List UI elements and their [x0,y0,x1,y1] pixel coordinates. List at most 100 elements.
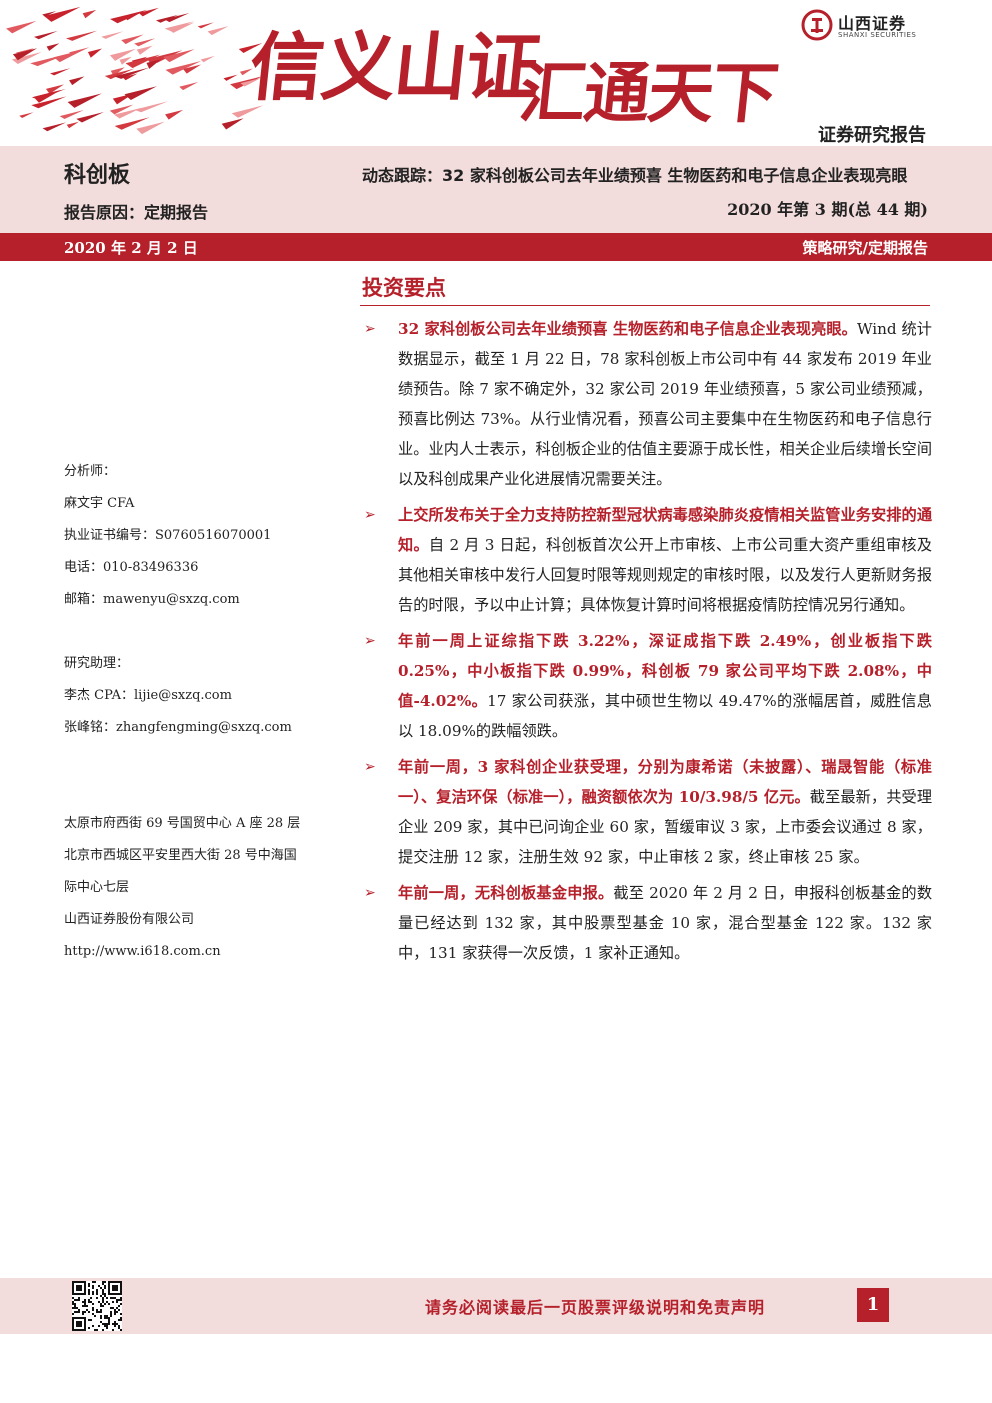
banner-streak [66,30,98,41]
banner-streak [59,110,84,120]
banner-streak [231,105,264,118]
banner-streak [163,49,195,63]
banner-streak [19,112,34,119]
banner-streak [164,21,195,32]
banner-streak [134,38,156,47]
banner-streak [221,118,244,130]
banner-streak [76,112,104,123]
report-reason: 报告原因：定期报告 [64,203,209,222]
banner-streak [109,104,134,115]
banner-streak [110,9,148,24]
banner-streak [34,30,58,40]
disclaimer-notice: 请务必阅读最后一页股票评级说明和免责声明 [425,1298,766,1317]
arrow-bullet-icon: ➢ [364,885,376,901]
key-point-text: 17 家公司获涨，其中硕世生物以 49.47%的涨幅居首，威胜信息以 18.09… [398,692,932,740]
page-number: 1 [857,1288,889,1322]
issue-number: 2020 年第 3 期(总 44 期) [727,200,928,219]
assistant-1[interactable]: 李杰 CPA：lijie@sxzq.com [64,688,232,703]
address-line: 北京市西城区平安里西大街 28 号中海国 [64,848,297,863]
banner-streak [179,81,199,91]
assistant-label: 研究助理： [64,656,130,671]
company-name: 山西证券 [838,14,907,33]
analyst-cert: 执业证书编号：S0760516070001 [64,528,272,543]
banner-streak [12,48,38,61]
banner-streak [11,52,42,65]
analyst-info: 分析师： 麻文宇 CFA 执业证书编号：S0760516070001 电话：01… [64,462,334,974]
key-point: ➢ 年前一周，无科创板基金申报。截至 2020 年 2 月 2 日，申报科创板基… [362,878,932,968]
arrow-bullet-icon: ➢ [364,759,376,775]
banner-streak [46,43,60,51]
banner-streak [104,68,135,80]
analyst-name: 麻文宇 CFA [64,496,135,511]
key-point-highlight: 上交所发布关于全力支持防控新型冠状病毒感染肺炎疫情相关监管业务安排的通知。 [398,506,932,554]
banner-streak [101,31,124,39]
banner-streak [136,45,153,55]
banner-streak [121,34,144,45]
banner-streak [114,107,142,119]
banner-streak [183,64,202,74]
slogan-right: 汇通天下 [516,55,781,132]
key-point: ➢ 年前一周，3 家科创企业获受理，分别为康希诺（未披露）、瑞晟智能（标准一）、… [362,752,932,872]
key-point-highlight: 32 家科创板公司去年业绩预喜 生物医药和电子信息企业表现亮眼。 [398,320,857,338]
banner-streak [42,122,67,132]
address-line: 际中心七层 [64,880,130,895]
banner-streak [122,73,138,81]
banner-streak [87,48,102,58]
analyst-email[interactable]: 邮箱：mawenyu@sxzq.com [64,592,240,607]
banner-streak [138,7,160,17]
date-band [0,233,992,261]
banner-streak [146,59,161,69]
website-link[interactable]: http://www.i618.com.cn [64,944,221,959]
banner-streak [134,101,169,113]
company-name-en: SHANXI SECURITIES [838,31,917,39]
banner-streak [136,121,165,135]
key-point-text: 截至最新，共受理企业 209 家，其中已问询企业 60 家，暂缓审议 3 家，上… [398,788,933,866]
header-band [0,146,992,233]
banner-streak [109,48,136,61]
banner-streak [238,43,263,53]
arrow-bullet-icon: ➢ [364,507,376,523]
key-point-text: Wind 统计数据显示，截至 1 月 22 日，78 家科创板上市公司中有 44… [398,320,932,488]
company-full-name: 山西证券股份有限公司 [64,912,195,927]
assistant-2[interactable]: 张峰铭：zhangfengming@sxzq.com [64,720,292,735]
banner-streak [119,56,132,65]
arrow-bullet-icon: ➢ [364,321,376,337]
key-points-list: ➢ 32 家科创板公司去年业绩预喜 生物医药和电子信息企业表现亮眼。Wind 统… [362,314,932,974]
banner-streak [165,109,184,120]
banner-streak [44,6,81,22]
qr-code-icon [72,1281,122,1331]
banner-streak [156,14,179,23]
banner-streak [114,67,150,79]
banner-streak [33,90,61,103]
section-title: 投资要点 [362,276,446,300]
banner-streak [6,20,37,34]
banner-streak [239,68,253,76]
banner-streak [125,54,161,69]
key-point: ➢ 上交所发布关于全力支持防控新型冠状病毒感染肺炎疫情相关监管业务安排的通知。自… [362,500,932,620]
banner-streak [114,117,150,130]
banner-streak [197,22,214,29]
sector-label: 科创板 [64,163,131,188]
banner-streak [66,121,79,129]
banner-streak [223,74,238,81]
company-logo-icon [801,9,833,41]
report-type: 证券研究报告 [818,125,926,146]
banner-streak [50,68,71,76]
banner-streak [69,47,90,55]
banner-streak [240,77,262,87]
banner-streak [200,55,215,63]
address-line: 太原市府西街 69 号国贸中心 A 座 28 层 [64,816,301,831]
slogan-left: 信义山证 [245,25,543,111]
banner-streak [164,12,190,23]
banner-streak [207,26,229,36]
analyst-phone: 电话：010-83496336 [64,560,199,575]
banner-streak [124,86,157,100]
key-point-highlight: 年前一周上证综指下跌 3.22%，深证成指下跌 2.49%，创业板指下跌 0.2… [398,632,932,710]
key-point-text: 截至 2020 年 2 月 2 日，申报科创板基金的数量已经达到 132 家，其… [398,884,933,962]
banner-streak [42,10,57,17]
report-title: 动态跟踪：32 家科创板公司去年业绩预喜 生物医药和电子信息企业表现亮眼 [362,166,908,185]
banner-streak [31,96,67,109]
key-point: ➢ 年前一周上证综指下跌 3.22%，深证成指下跌 2.49%，创业板指下跌 0… [362,626,932,746]
banner-streak [67,93,102,108]
arrow-bullet-icon: ➢ [364,633,376,649]
